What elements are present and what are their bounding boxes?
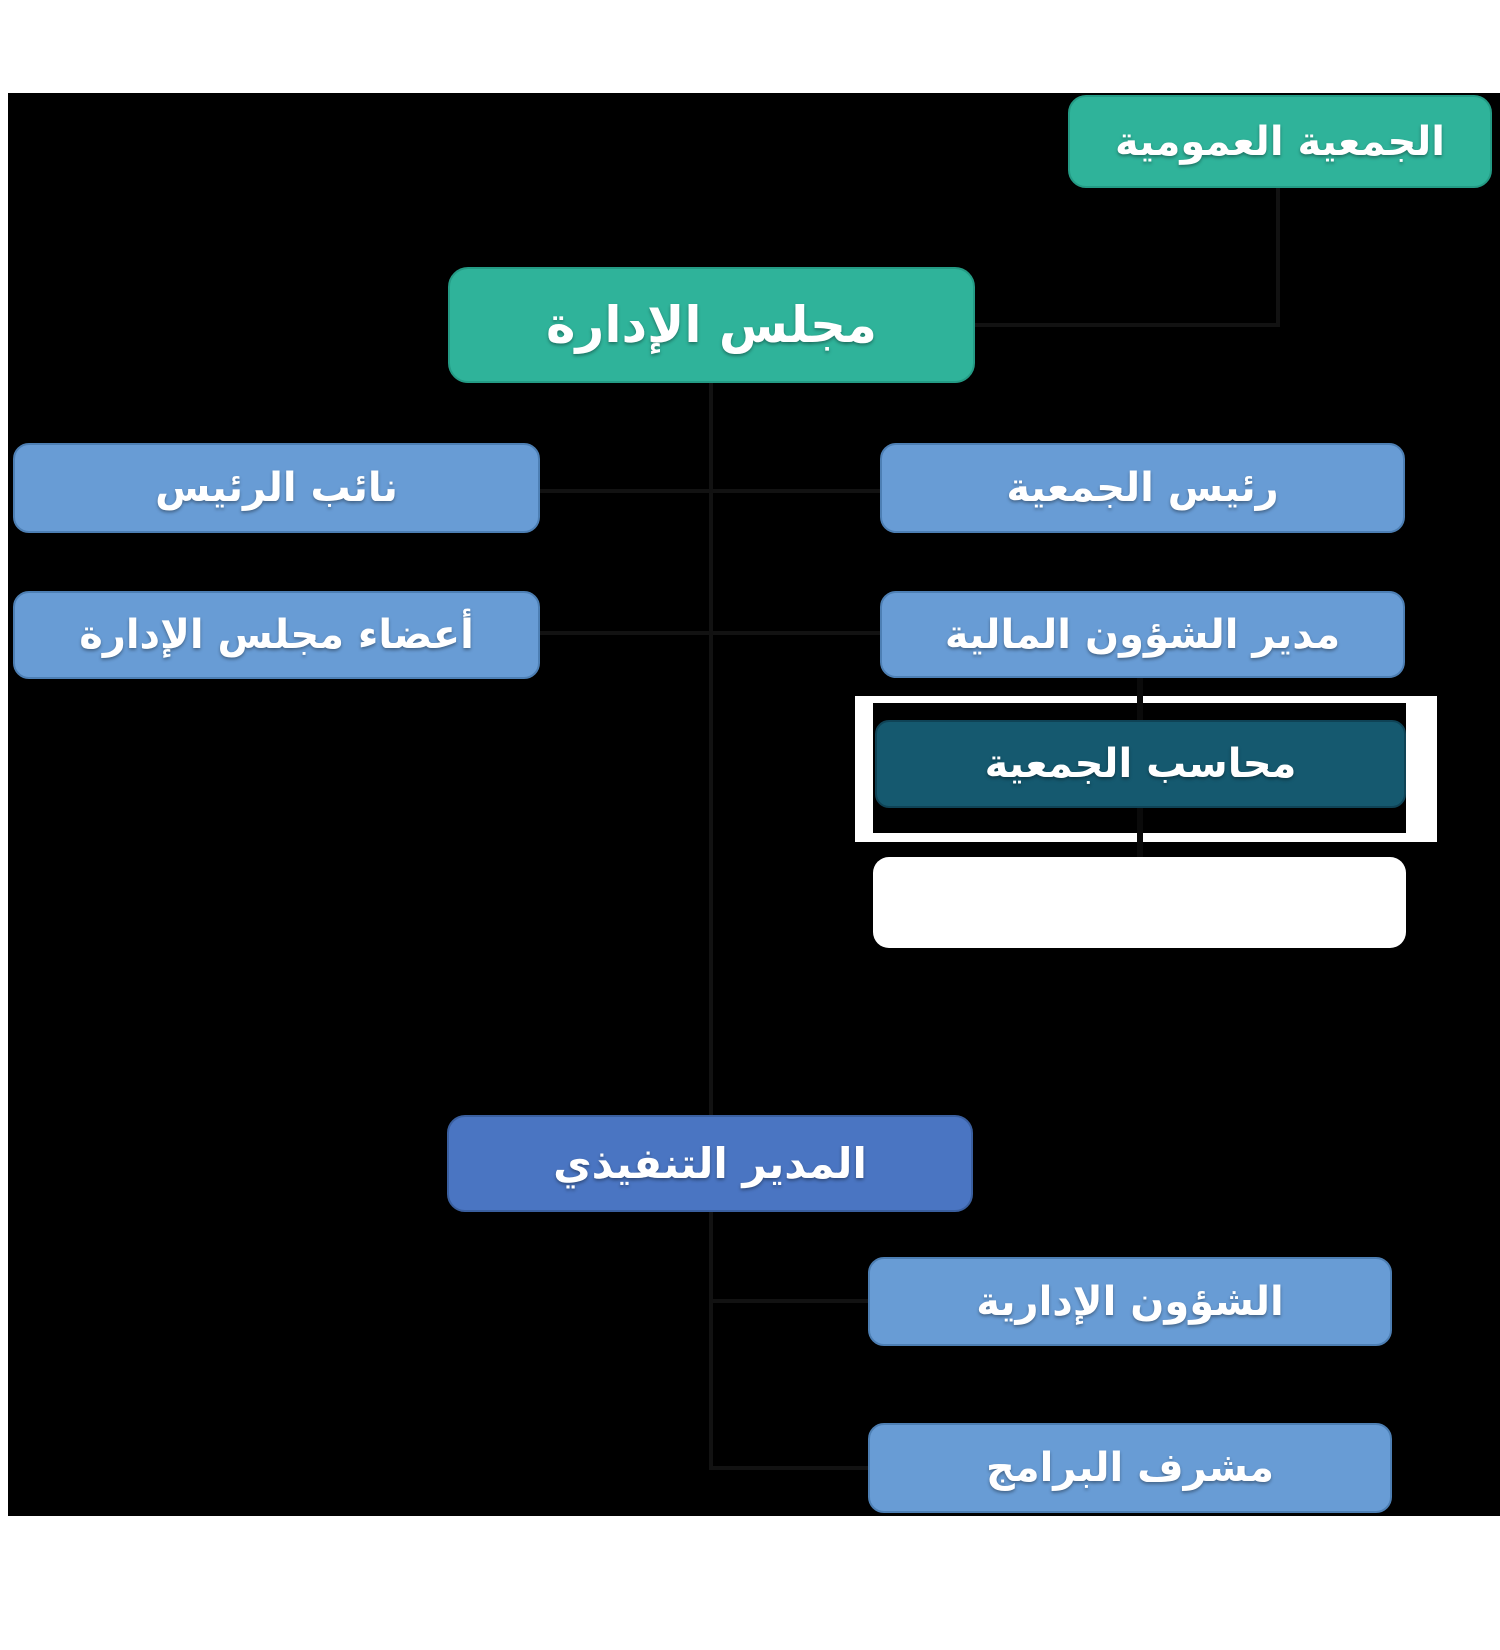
connector-row1-horizontal — [540, 489, 880, 493]
org-node-association-president[interactable]: رئيس الجمعية — [880, 443, 1405, 533]
org-node-label: محاسب الجمعية — [984, 741, 1297, 787]
connector-executive-spine — [709, 1212, 713, 1470]
org-node-label: الشؤون الإدارية — [976, 1278, 1284, 1325]
connector-assembly-vertical — [1276, 188, 1280, 327]
connector-row2-horizontal — [540, 631, 880, 635]
org-node-programs-supervisor[interactable]: مشرف البرامج — [868, 1423, 1392, 1513]
connector-to-programs — [711, 1466, 868, 1470]
connector-finance-to-accountant — [1137, 678, 1143, 720]
org-node-label: مجلس الإدارة — [546, 296, 877, 354]
org-node-board-members[interactable]: أعضاء مجلس الإدارة — [13, 591, 540, 679]
connector-accountant-to-empty — [1137, 808, 1143, 857]
org-node-executive-director[interactable]: المدير التنفيذي — [447, 1115, 973, 1212]
org-node-empty[interactable] — [873, 857, 1406, 948]
connector-board-spine — [709, 383, 713, 1115]
org-node-financial-affairs-director[interactable]: مدير الشؤون المالية — [880, 591, 1405, 678]
org-node-general-assembly[interactable]: الجمعية العمومية — [1068, 95, 1492, 188]
connector-assembly-to-board — [975, 323, 1280, 327]
org-node-vice-president[interactable]: نائب الرئيس — [13, 443, 540, 533]
org-node-label: مشرف البرامج — [986, 1445, 1274, 1491]
org-node-board[interactable]: مجلس الإدارة — [448, 267, 975, 383]
org-node-label: المدير التنفيذي — [553, 1139, 867, 1188]
org-node-label: نائب الرئيس — [155, 465, 398, 511]
org-node-label: أعضاء مجلس الإدارة — [79, 612, 474, 658]
org-node-label: رئيس الجمعية — [1006, 465, 1279, 511]
org-node-administrative-affairs[interactable]: الشؤون الإدارية — [868, 1257, 1392, 1346]
org-node-label: الجمعية العمومية — [1114, 118, 1446, 165]
connector-to-administrative — [711, 1299, 868, 1303]
org-node-association-accountant[interactable]: محاسب الجمعية — [875, 720, 1406, 808]
org-node-label: مدير الشؤون المالية — [944, 611, 1341, 658]
